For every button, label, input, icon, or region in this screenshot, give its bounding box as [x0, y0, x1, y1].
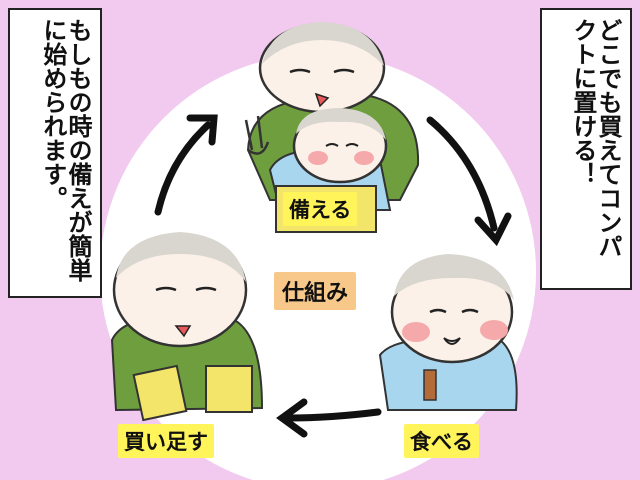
label-mechanism: 仕組み [274, 272, 357, 310]
label-prepare: 備える [283, 192, 358, 226]
arrow-right [426, 116, 512, 247]
caption-right: どこでも買えてコンパクトに置ける！ [540, 8, 632, 290]
label-eat: 食べる [404, 424, 479, 458]
left-adult-figure [110, 232, 264, 422]
caption-left: もしもの時の備えが簡単に始められます。 [8, 8, 102, 298]
arrow-bottom [276, 398, 382, 438]
arrow-top-left [154, 114, 218, 216]
label-restock: 買い足す [118, 424, 214, 458]
right-child-figure [378, 254, 518, 411]
